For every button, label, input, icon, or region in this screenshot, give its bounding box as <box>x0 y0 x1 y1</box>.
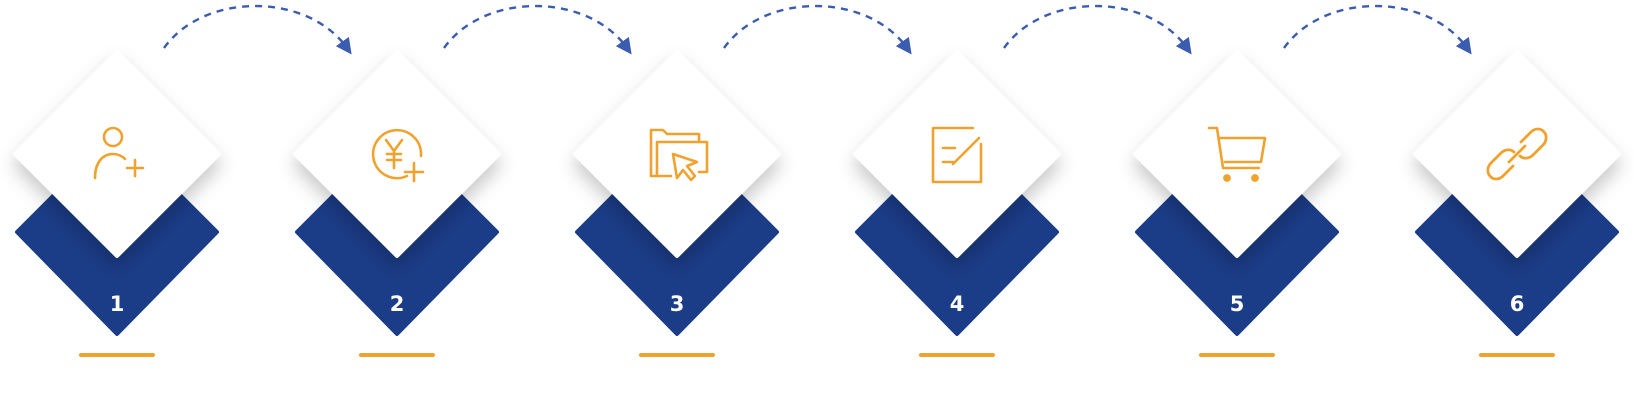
step-tile <box>853 50 1061 258</box>
step-5: 5 <box>1133 50 1341 357</box>
step-3: 3 <box>573 50 781 357</box>
step-number: 1 <box>110 292 125 316</box>
flow-arrow <box>443 4 632 55</box>
flow-arrows <box>163 4 1472 55</box>
step-2: 2 <box>293 50 501 357</box>
step-6: 6 <box>1413 50 1621 357</box>
step-number: 4 <box>950 292 965 316</box>
step-number: 2 <box>390 292 405 316</box>
step-tile <box>1133 50 1341 258</box>
step-number: 3 <box>670 292 685 316</box>
flow-arrow <box>723 4 912 55</box>
flow-arrow <box>1283 4 1472 55</box>
flow-arrow <box>163 4 352 55</box>
step-4: 4 <box>853 50 1061 357</box>
step-1: 1 <box>13 50 221 357</box>
step-number: 6 <box>1510 292 1525 316</box>
flow-arrow <box>1003 4 1192 55</box>
steps: 1 2 3 4 5 6 <box>13 50 1621 357</box>
step-number: 5 <box>1230 292 1245 316</box>
